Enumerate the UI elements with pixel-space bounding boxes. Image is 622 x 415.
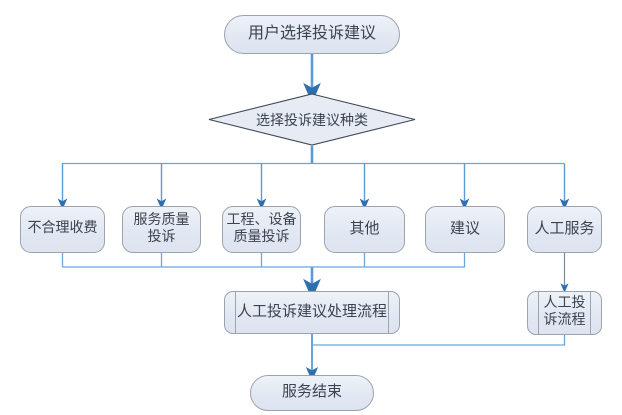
- node-process-main-label: 人工投诉建议处理流程: [236, 303, 387, 320]
- edge-process-manual-to-end: [312, 335, 566, 346]
- node-category-3[interactable]: 工程、设备 质量投诉: [222, 206, 301, 253]
- node-decision[interactable]: 选择投诉建议种类: [208, 93, 416, 146]
- node-category-5[interactable]: 建议: [425, 206, 505, 253]
- node-category-4[interactable]: 其他: [324, 206, 405, 253]
- node-end[interactable]: 服务结束: [250, 375, 374, 411]
- node-end-label: 服务结束: [281, 384, 342, 401]
- node-process-main[interactable]: 人工投诉建议处理流程: [224, 291, 400, 334]
- node-category-2-label: 服务质量 投诉: [133, 212, 190, 245]
- node-category-5-label: 建议: [449, 220, 480, 237]
- node-decision-label: 选择投诉建议种类: [256, 113, 368, 129]
- node-category-1-label: 不合理收费: [27, 221, 98, 237]
- node-category-1[interactable]: 不合理收费: [20, 206, 105, 253]
- node-start[interactable]: 用户选择投诉建议: [224, 15, 400, 54]
- node-process-manual-label: 人工投 诉流程: [543, 296, 586, 328]
- node-start-label: 用户选择投诉建议: [247, 25, 376, 43]
- node-category-6[interactable]: 人工服务: [527, 206, 602, 253]
- node-category-3-label: 工程、设备 质量投诉: [226, 212, 297, 245]
- node-process-manual[interactable]: 人工投 诉流程: [527, 291, 602, 335]
- node-category-2[interactable]: 服务质量 投诉: [122, 206, 201, 253]
- diamond-shape: [208, 93, 416, 146]
- node-category-4-label: 其他: [349, 220, 380, 237]
- node-category-6-label: 人工服务: [534, 220, 595, 237]
